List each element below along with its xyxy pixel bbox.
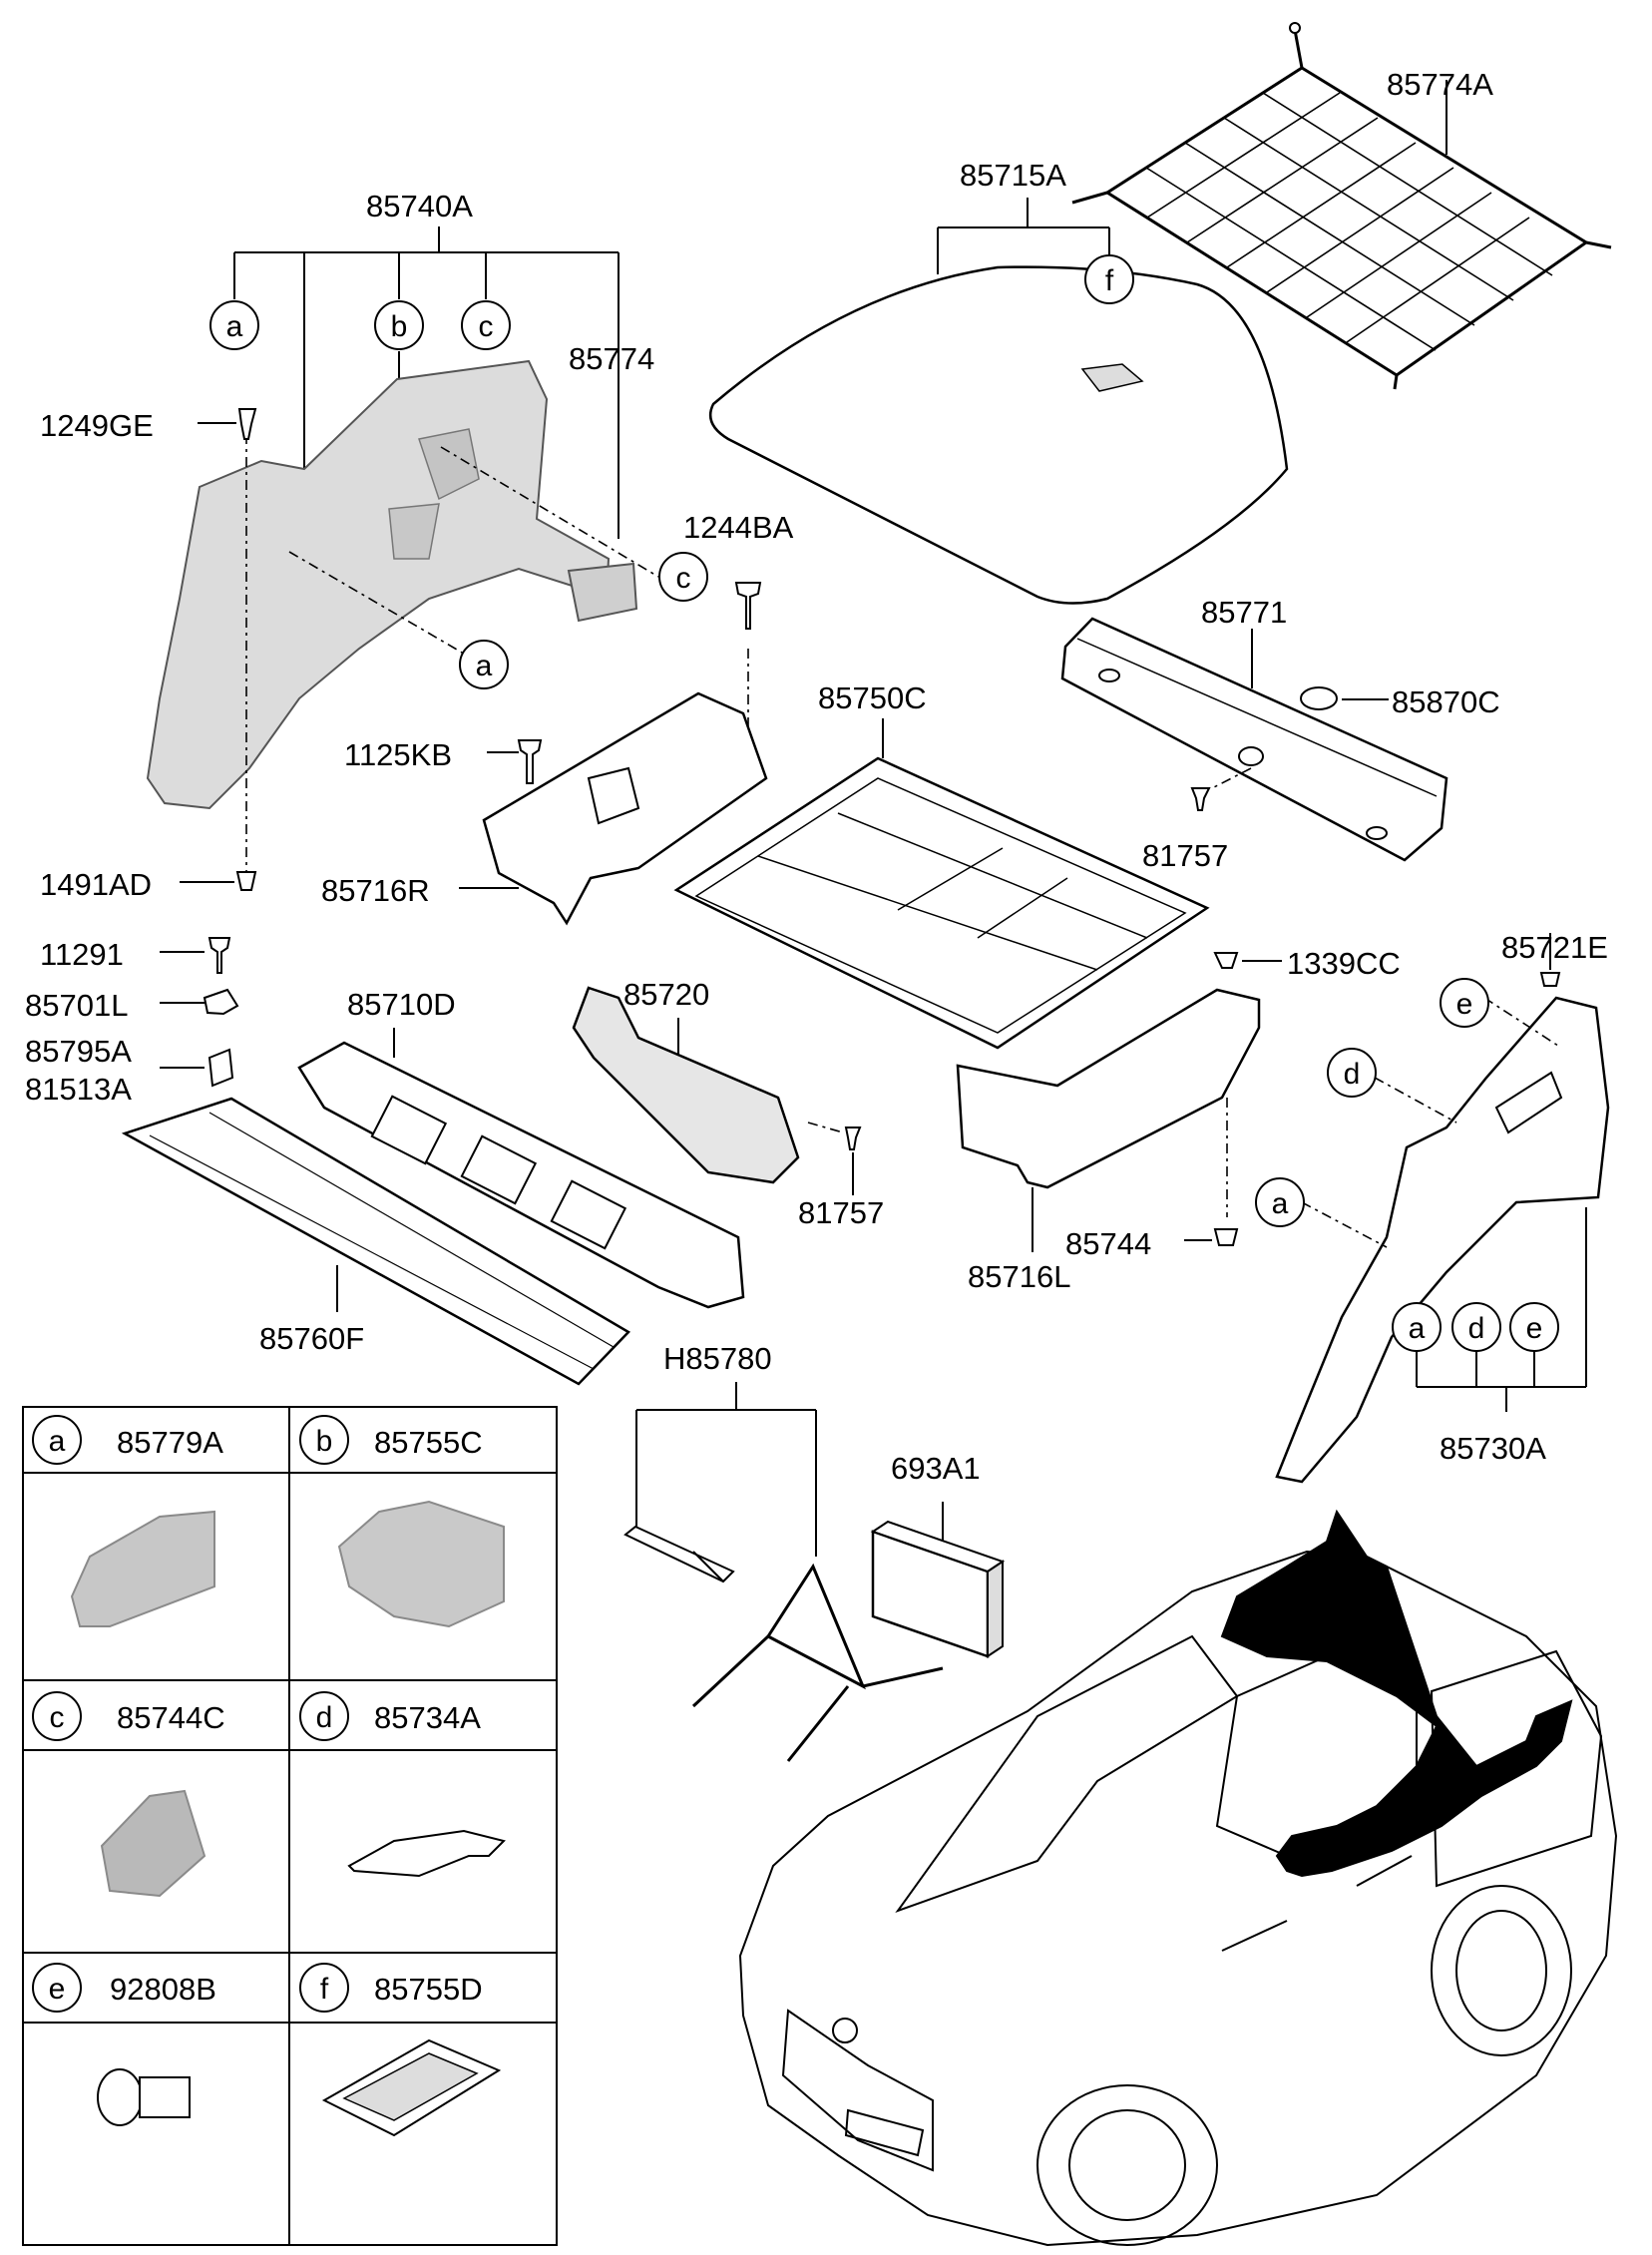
callout-d-2: d [1468, 1312, 1485, 1345]
label-11291: 11291 [40, 937, 124, 972]
clip-81757-upper [1190, 767, 1252, 811]
vehicle-highlighted-trim [1220, 1509, 1573, 1878]
legend-letter-b: b [316, 1425, 333, 1458]
legend-letter-e: e [49, 1973, 66, 2006]
label-85774A: 85774A [1387, 67, 1493, 102]
label-85730A: 85730A [1440, 1431, 1546, 1466]
rear-sill-trim [1060, 617, 1448, 862]
label-1249GE: 1249GE [40, 408, 154, 443]
legend-part-85755D: 85755D [374, 1972, 483, 2007]
legend-glyph-85744C [100, 1789, 206, 1898]
fastener-1249GE [198, 408, 257, 440]
screw-11291 [160, 937, 231, 974]
back-panel-85710D [297, 1041, 745, 1309]
callout-d: d [1344, 1058, 1361, 1091]
label-85744: 85744 [1065, 1226, 1151, 1261]
shelf-lid [1080, 363, 1144, 392]
label-85715A: 85715A [960, 158, 1066, 193]
callout-b: b [391, 310, 408, 343]
right-trim-bracket [1416, 1207, 1587, 1412]
label-1244BA: 1244BA [683, 510, 794, 545]
fastener-1491AD [180, 871, 257, 891]
legend-table [22, 1406, 558, 2246]
label-85701L: 85701L [25, 988, 128, 1023]
clip-1339CC [1213, 952, 1282, 969]
leader-dashes-right-trim [1301, 997, 1562, 1248]
label-85750C: 85750C [818, 680, 927, 715]
leader-dashes-left-trim [245, 434, 659, 873]
callout-c-2: c [676, 562, 691, 595]
callout-a: a [226, 310, 243, 343]
callout-a-4: a [1409, 1312, 1426, 1345]
label-1125KB: 1125KB [344, 737, 452, 772]
label-85710D: 85710D [347, 987, 456, 1022]
legend-part-85755C: 85755C [374, 1425, 483, 1460]
vehicle-outline [738, 1550, 1618, 2247]
legend-part-85744C: 85744C [117, 1700, 225, 1735]
legend-part-92808B: 92808B [110, 1972, 216, 2007]
legend-letter-a: a [49, 1425, 66, 1458]
legend-part-85734A: 85734A [374, 1700, 481, 1735]
quarter-trim-right [1275, 996, 1610, 1484]
clip-85744 [1184, 1228, 1239, 1246]
label-85720: 85720 [623, 977, 709, 1012]
legend-glyph-85734A [347, 1829, 506, 1878]
quarter-trim-left [146, 359, 638, 810]
panel-85720 [572, 986, 800, 1184]
label-85721E: 85721E [1501, 930, 1608, 965]
quarter-trim-left-group [233, 226, 620, 539]
cargo-net [1071, 22, 1612, 390]
legend-glyph-85755D [321, 2038, 502, 2137]
label-85716R: 85716R [321, 873, 430, 908]
warning-triangle [623, 1525, 944, 1762]
screw-1244BA [734, 582, 762, 783]
legend-letter-c: c [50, 1701, 65, 1734]
covering-shelf [708, 265, 1289, 605]
bracket-85795A [160, 1048, 234, 1088]
floor-mat-85760F [121, 1097, 630, 1386]
side-tray-left [956, 988, 1261, 1189]
callout-c: c [479, 310, 494, 343]
first-aid-kit [870, 1520, 1006, 1658]
callout-a-3: a [1272, 1187, 1289, 1220]
legend-glyph-85755C [337, 1500, 505, 1628]
clip-81757-lower [807, 1122, 862, 1195]
grommet-85721E [1539, 933, 1561, 987]
callout-circles [32, 254, 1559, 2013]
cap-85870C [1300, 686, 1389, 710]
label-85716L: 85716L [968, 1259, 1070, 1294]
label-81513A: 81513A [25, 1072, 132, 1107]
callout-letters: a b c c a f e d a a d e a b c d e f [49, 264, 1543, 2006]
label-85740A: 85740A [366, 189, 473, 224]
label-85774: 85774 [569, 341, 654, 376]
label-81757-upper: 81757 [1142, 838, 1228, 873]
label-85795A: 85795A [25, 1034, 132, 1069]
callout-a-2: a [476, 650, 493, 682]
legend-part-85779A: 85779A [117, 1425, 223, 1460]
legend-letter-d: d [316, 1701, 333, 1734]
label-85771: 85771 [1201, 595, 1287, 630]
legend-glyph-85779A [70, 1510, 215, 1627]
callout-e: e [1456, 988, 1473, 1021]
callout-e-2: e [1526, 1312, 1543, 1345]
cap-85701L [160, 988, 239, 1016]
label-693A1: 693A1 [891, 1451, 981, 1486]
label-85870C: 85870C [1392, 684, 1500, 719]
label-1491AD: 1491AD [40, 867, 152, 902]
callout-f: f [1105, 264, 1114, 297]
legend-glyph-92808B [97, 2068, 191, 2126]
legend-letter-f: f [320, 1973, 329, 2006]
label-81757-lower: 81757 [798, 1195, 884, 1230]
label-1339CC: 1339CC [1287, 946, 1401, 981]
luggage-tray [673, 756, 1210, 1050]
label-85760F: 85760F [259, 1321, 364, 1356]
part-labels: 85740A 85774 1249GE 1491AD 85715A 85774A… [25, 67, 1608, 2007]
h85780-bracket [635, 1382, 817, 1557]
label-H85780: H85780 [663, 1341, 772, 1376]
